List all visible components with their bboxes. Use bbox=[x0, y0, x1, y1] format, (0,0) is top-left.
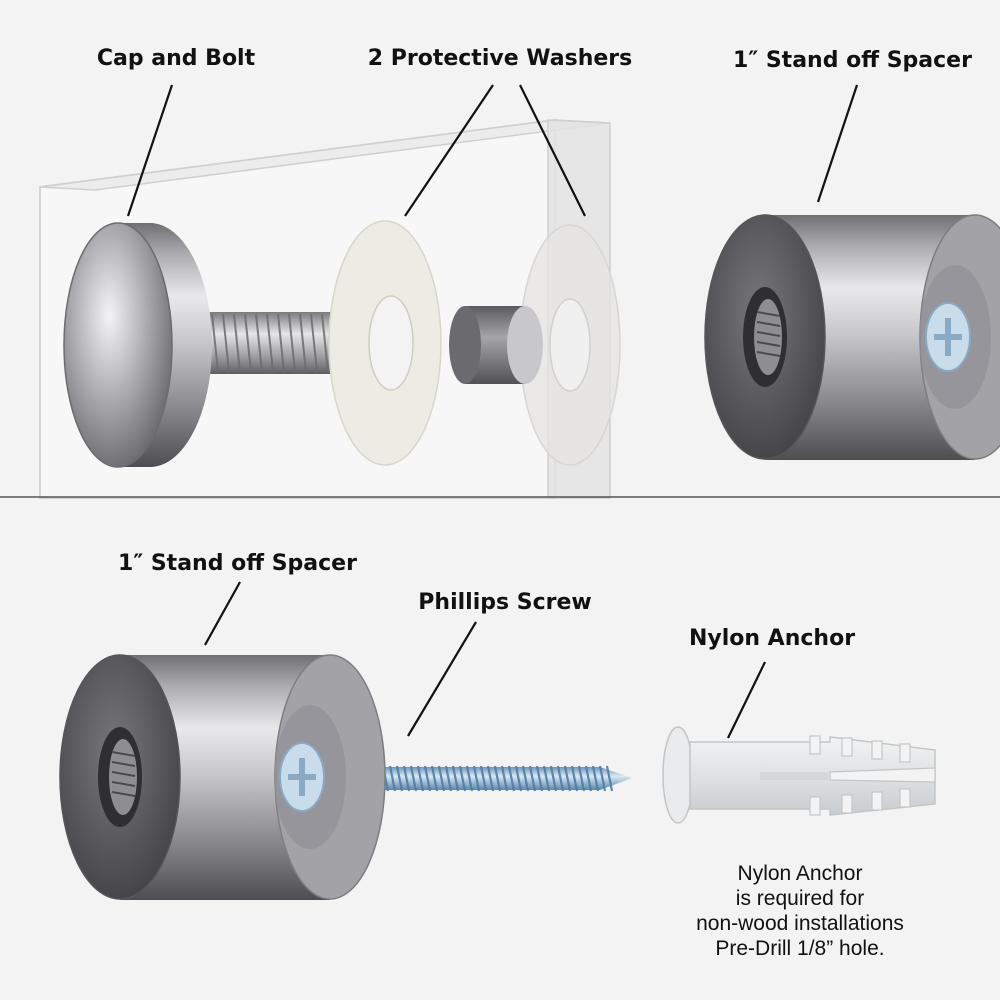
label-spacer-bottom: 1″ Stand off Spacer bbox=[118, 551, 357, 576]
nylon-anchor bbox=[662, 726, 936, 824]
leader-washer-back bbox=[519, 84, 586, 217]
label-spacer-top: 1″ Stand off Spacer bbox=[733, 48, 972, 73]
label-cap-and-bolt: Cap and Bolt bbox=[96, 46, 256, 71]
sleeve-insert bbox=[449, 306, 543, 384]
leader-spacer-top bbox=[816, 84, 859, 203]
note-line-2: is required for bbox=[735, 887, 865, 910]
leader-cap-and-bolt bbox=[126, 84, 174, 217]
leader-lines bbox=[126, 84, 859, 739]
note-line-4: Pre-Drill 1/8” hole. bbox=[715, 937, 885, 960]
leader-washer-front bbox=[404, 84, 494, 217]
cap bbox=[63, 222, 212, 468]
label-phillips-screw: Phillips Screw bbox=[418, 590, 592, 615]
protective-washer-front bbox=[328, 220, 442, 466]
phillips-screw-head-icon bbox=[925, 302, 971, 372]
protective-washer-back bbox=[519, 224, 621, 466]
label-protective-washers: 2 Protective Washers bbox=[367, 46, 633, 71]
leader-nylon-anchor bbox=[727, 661, 766, 739]
leader-phillips-screw bbox=[407, 621, 477, 737]
note-line-1: Nylon Anchor bbox=[737, 862, 863, 885]
standoff-spacer-bottom bbox=[59, 654, 386, 900]
anchor-requirement-note: Nylon Anchor is required for non-wood in… bbox=[650, 861, 950, 961]
standoff-spacer-top bbox=[704, 214, 1000, 460]
leader-spacer-bottom bbox=[204, 581, 241, 646]
phillips-screw-head-icon bbox=[279, 742, 325, 812]
phillips-screw bbox=[330, 765, 632, 792]
label-nylon-anchor: Nylon Anchor bbox=[688, 626, 856, 651]
note-line-3: non-wood installations bbox=[696, 912, 904, 935]
